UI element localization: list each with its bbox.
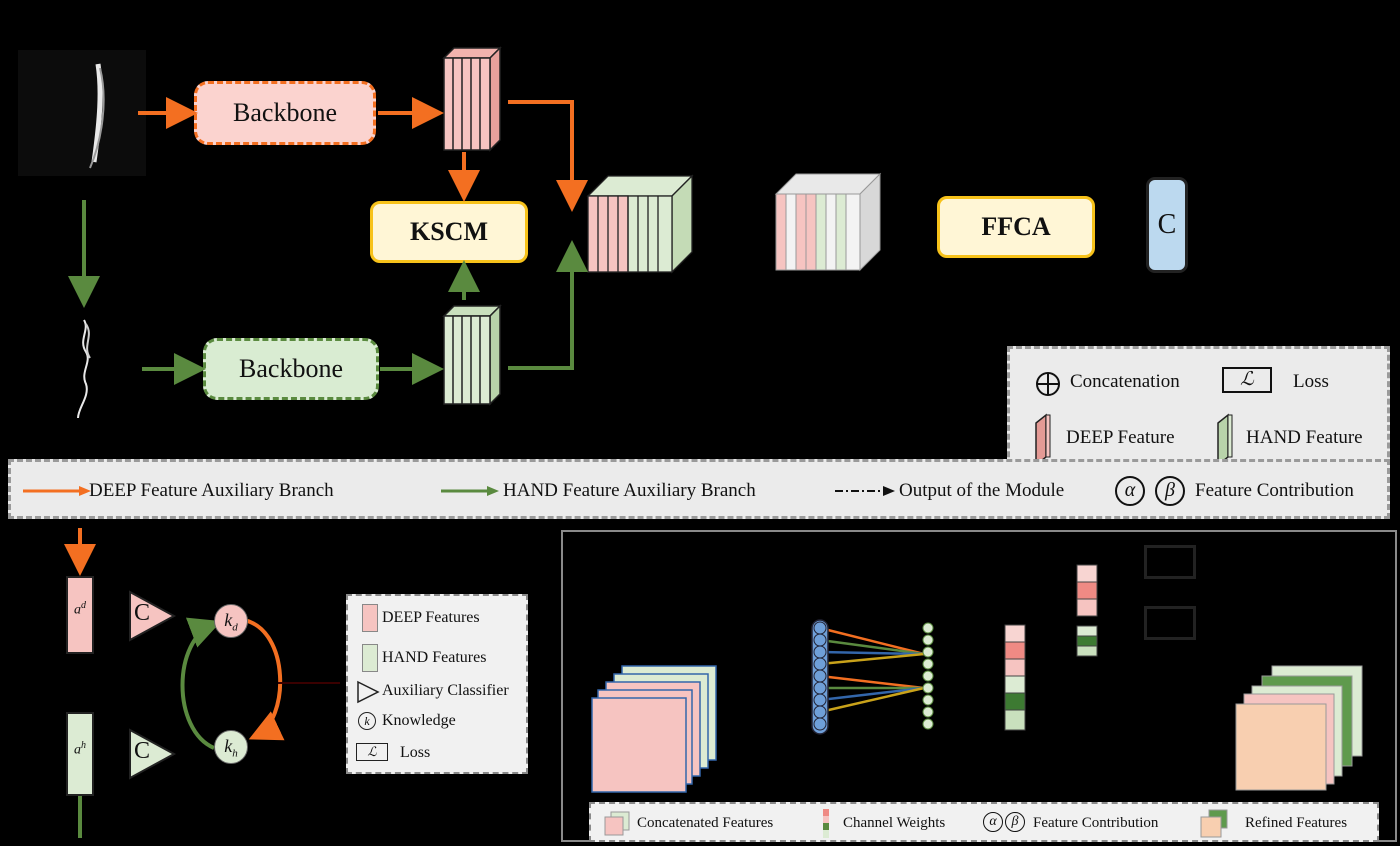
deep-feature-stack <box>442 46 502 152</box>
backbone-deep: Backbone <box>194 81 376 145</box>
kscm-detail-arrows <box>64 528 340 838</box>
kscm-legend-knowledge-icon: k <box>358 712 376 730</box>
kscm-legend-hand: HAND Features <box>382 649 487 666</box>
kscm-legend-loss-symbol: ℒ <box>367 744 377 759</box>
kscm-label: KSCM <box>410 217 488 246</box>
output-arrow-icon <box>835 486 895 496</box>
branch-legend: DEEP Feature Auxiliary Branch HAND Featu… <box>8 459 1390 519</box>
concat-circle <box>559 214 585 240</box>
kscm-legend-loss-icon: ℒ <box>356 743 388 761</box>
legend-hand-branch: HAND Feature Auxiliary Branch <box>503 480 756 501</box>
ffca-label: FFCA <box>981 212 1051 241</box>
classifier-label: C <box>1157 209 1177 240</box>
aux-classifier-top-label: C <box>134 600 151 626</box>
legend-deep-feature: DEEP Feature <box>1066 427 1175 448</box>
k-h-sub: h <box>232 747 238 760</box>
input-image-hand <box>20 300 140 422</box>
aux-classifier-bottom-label: C <box>134 738 151 764</box>
ffca-legend-alpha-icon: α <box>983 812 1003 832</box>
kscm-legend-hand-swatch <box>362 644 378 672</box>
aux-classifier-bottom <box>129 728 177 780</box>
ffca-legend-weights: Channel Weights <box>843 815 946 831</box>
ffca-legend-concat-icon <box>604 811 630 836</box>
hand-feature-icon <box>1217 413 1233 467</box>
loss-icon: ℒ <box>1222 367 1272 393</box>
deep-branch-arrow-icon <box>23 486 91 496</box>
ffca-mlp-network <box>811 619 934 735</box>
classifier-box: C <box>1146 177 1188 273</box>
a-h-label: a <box>74 742 81 758</box>
arrow-hand-to-concat <box>508 240 588 370</box>
a-d-label: a <box>74 602 81 618</box>
kscm-legend-knowledge: Knowledge <box>382 712 456 729</box>
top-arrows <box>68 97 588 385</box>
legend-concatenation: Concatenation <box>1070 371 1180 392</box>
main-legend: Concatenation ℒ Loss DEEP Feature HAND F… <box>1007 346 1390 467</box>
ffca-legend-beta-icon: β <box>1005 812 1025 832</box>
legend-hand-feature: HAND Feature <box>1246 427 1363 448</box>
input-image-deep <box>18 50 146 176</box>
backbone-hand: Backbone <box>203 338 379 400</box>
ffca-channel-weights <box>1004 624 1026 731</box>
kscm-legend: DEEP Features HAND Features Auxiliary Cl… <box>346 594 528 774</box>
kscm-legend-loss: Loss <box>400 744 431 761</box>
legend-deep-branch: DEEP Feature Auxiliary Branch <box>89 480 334 501</box>
beta-symbol: β <box>1165 479 1175 501</box>
concatenation-icon <box>1036 372 1060 396</box>
hand-branch-arrow-icon <box>441 486 499 496</box>
a-h-feature: ah <box>66 712 94 796</box>
kscm-module: KSCM <box>370 201 528 263</box>
ffca-beta-box <box>1144 606 1196 640</box>
weighted-feature-stack <box>774 172 882 272</box>
loss-symbol: ℒ <box>1240 369 1254 390</box>
ffca-legend-alpha: α <box>989 814 997 829</box>
ffca-legend-contribution: Feature Contribution <box>1033 815 1159 831</box>
ffca-legend-refined-icon <box>1200 809 1228 838</box>
alpha-icon: α <box>1115 476 1145 506</box>
concatenated-feature-stack <box>586 174 694 274</box>
knowledge-k-h: kh <box>214 730 248 764</box>
ffca-module: FFCA <box>937 196 1095 258</box>
alpha-symbol: α <box>1124 479 1136 501</box>
kscm-legend-aux-icon <box>357 680 380 704</box>
ffca-split-weights <box>1076 564 1098 657</box>
beta-icon: β <box>1155 476 1185 506</box>
ffca-legend-refined: Refined Features <box>1245 815 1348 831</box>
a-d-feature: ad <box>66 576 94 654</box>
a-h-sup: h <box>81 740 86 751</box>
kscm-legend-aux: Auxiliary Classifier <box>382 682 509 699</box>
legend-output: Output of the Module <box>899 480 1065 501</box>
kscm-legend-deep-swatch <box>362 604 378 632</box>
ffca-concat-features <box>591 665 717 793</box>
ffca-alpha-box <box>1144 545 1196 579</box>
aux-classifier-top <box>129 590 177 642</box>
knowledge-k-d: kd <box>214 604 248 638</box>
backbone-hand-label: Backbone <box>239 354 343 383</box>
ffca-refined-features <box>1235 665 1363 791</box>
ffca-legend-beta: β <box>1011 814 1019 829</box>
deep-feature-icon <box>1035 413 1051 467</box>
legend-loss: Loss <box>1293 371 1329 392</box>
k-d-label: k <box>224 610 233 630</box>
backbone-deep-label: Backbone <box>233 98 337 127</box>
hand-feature-stack <box>442 304 502 406</box>
ffca-legend: Concatenated Features Channel Weights α … <box>589 802 1379 842</box>
arrow-deep-to-concat <box>508 100 588 212</box>
ffca-legend-concat: Concatenated Features <box>637 815 774 831</box>
kscm-legend-deep: DEEP Features <box>382 609 480 626</box>
k-h-label: k <box>224 736 233 756</box>
k-d-sub: d <box>232 621 238 634</box>
knowledge-arrow-orange <box>243 618 285 741</box>
legend-contribution: Feature Contribution <box>1195 480 1354 501</box>
a-d-sup: d <box>81 600 86 611</box>
knowledge-arrow-green <box>180 617 222 750</box>
ffca-legend-weights-icon <box>823 809 829 838</box>
kscm-legend-knowledge-symbol: k <box>364 714 370 728</box>
